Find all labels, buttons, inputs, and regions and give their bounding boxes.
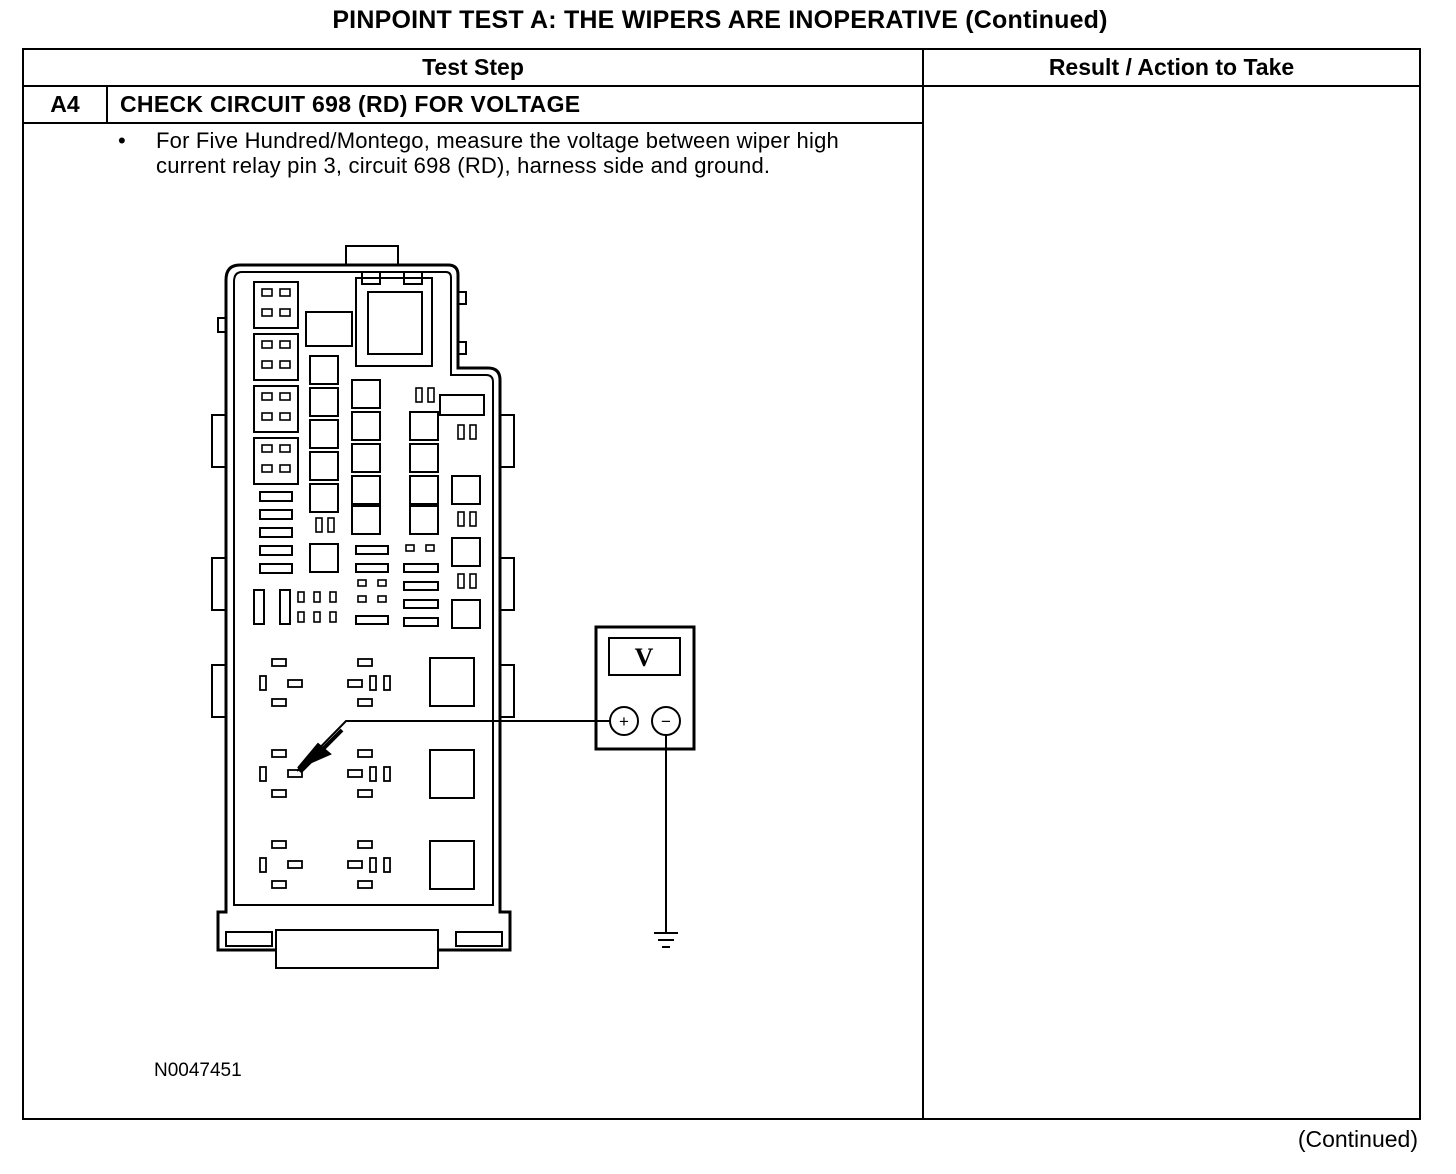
- page-title: PINPOINT TEST A: THE WIPERS ARE INOPERAT…: [332, 6, 1108, 34]
- side-clip: [211, 557, 227, 611]
- bottom-connector: [275, 929, 439, 969]
- header-divider: [24, 85, 1419, 87]
- column-divider: [922, 50, 924, 1118]
- micro-relay: [305, 311, 353, 347]
- side-clip: [211, 414, 227, 468]
- relay-square: [429, 749, 475, 799]
- relay-square: [429, 657, 475, 707]
- large-relay-inner: [367, 291, 423, 355]
- bullet-marker: •: [118, 128, 126, 153]
- test-table: Test Step Result / Action to Take A4 CHE…: [22, 48, 1421, 1120]
- relay-tab: [361, 271, 381, 285]
- relay-pin-sockets: [259, 658, 391, 889]
- step-header-divider: [24, 122, 923, 124]
- step-title: CHECK CIRCUIT 698 (RD) FOR VOLTAGE: [120, 91, 581, 117]
- voltmeter-display: [608, 637, 681, 676]
- tiny-fuses: [357, 579, 387, 603]
- plus-label: +: [619, 712, 629, 731]
- fuse-column-d: [451, 475, 481, 629]
- blade-fuses: [355, 545, 439, 627]
- continued-note: (Continued): [1297, 1126, 1418, 1152]
- bottom-latch-right: [455, 931, 503, 947]
- figure-id: N0047451: [154, 1060, 242, 1081]
- side-clip: [457, 291, 467, 305]
- header-test-step: Test Step: [422, 54, 524, 80]
- maxi-fuse: [279, 589, 291, 625]
- header-result-action: Result / Action to Take: [1048, 54, 1295, 80]
- step-id: A4: [50, 91, 80, 117]
- fuse-column-b: [351, 379, 381, 535]
- relay-socket: [253, 281, 299, 329]
- probe-body: [298, 728, 344, 774]
- fuse-column-c: [409, 411, 439, 535]
- step-id-divider: [106, 86, 108, 123]
- voltmeter-label: V: [635, 643, 654, 672]
- micro-relay: [439, 394, 485, 416]
- step-instruction: For Five Hundred/Montego, measure the vo…: [156, 128, 839, 178]
- fuse-box-inner-outline: [233, 271, 494, 906]
- relay-tab: [403, 271, 423, 285]
- relay-socket-slots: [261, 288, 291, 473]
- mini-fuses-left: [259, 491, 293, 574]
- relay-socket: [253, 437, 299, 485]
- relay-socket: [253, 385, 299, 433]
- fuse-column-a: [309, 355, 339, 573]
- relay-socket: [253, 333, 299, 381]
- bottom-latch-left: [225, 931, 273, 947]
- side-clip: [211, 664, 227, 718]
- side-clip: [499, 664, 515, 718]
- ground-icon: [654, 932, 678, 948]
- side-clip: [457, 341, 467, 355]
- side-clip: [217, 317, 227, 333]
- relay-square: [429, 840, 475, 890]
- large-relay: [355, 277, 433, 367]
- paired-fuses: [297, 387, 477, 623]
- minus-label: −: [661, 712, 671, 731]
- maxi-fuse: [253, 589, 265, 625]
- side-clip: [499, 414, 515, 468]
- side-clip: [499, 557, 515, 611]
